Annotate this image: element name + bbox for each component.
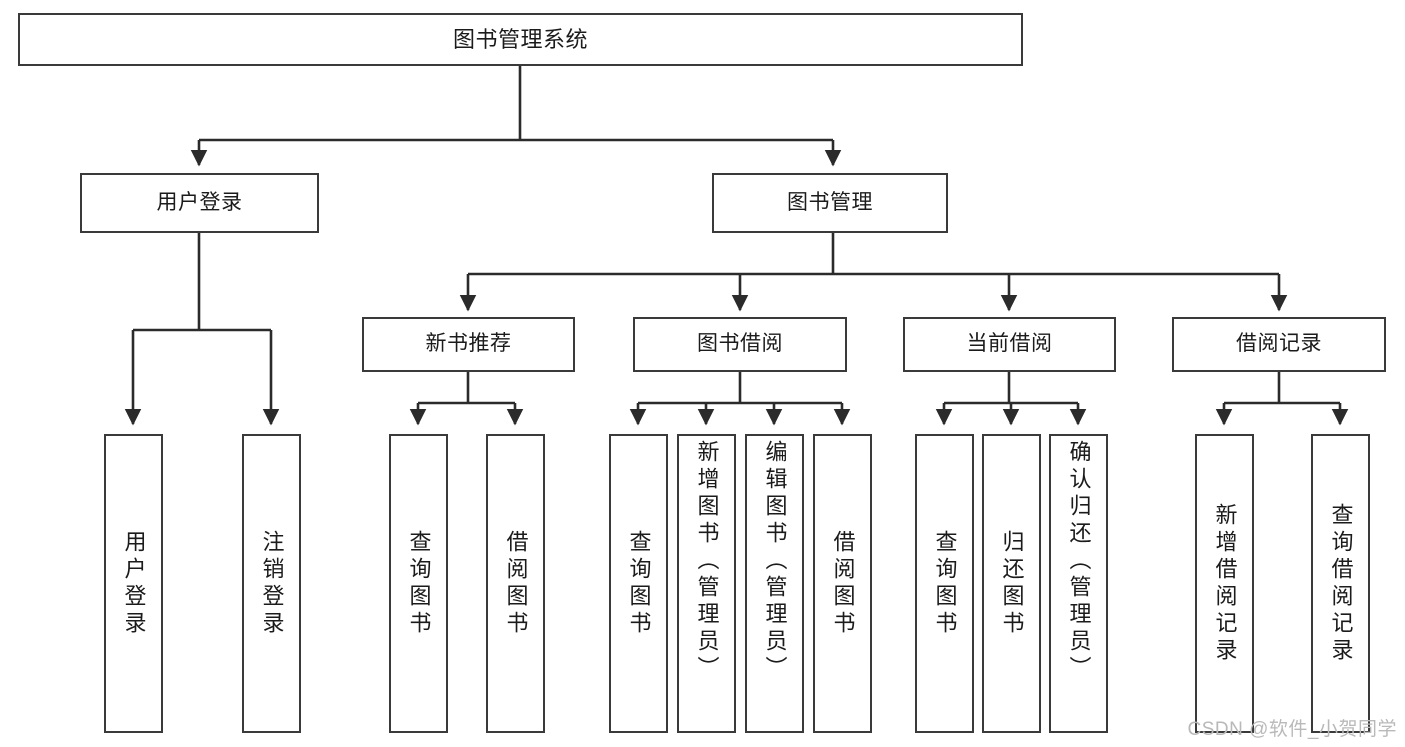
node-root[interactable]: 图书管理系统 <box>18 13 1023 66</box>
node-book-manage-label: 图书管理 <box>787 190 873 214</box>
node-book-manage[interactable]: 图书管理 <box>712 173 948 233</box>
node-leaf-current-borrow-1-label: 归还图书 <box>999 529 1025 638</box>
node-leaf-user-login-0-label: 用户登录 <box>121 529 147 638</box>
node-leaf-book-borrow-2[interactable]: 编辑图书（管理员） <box>745 434 804 733</box>
node-leaf-current-borrow-2[interactable]: 确认归还（管理员） <box>1049 434 1108 733</box>
node-leaf-borrow-record-1[interactable]: 查询借阅记录 <box>1311 434 1370 733</box>
node-leaf-borrow-record-1-label: 查询借阅记录 <box>1328 502 1354 665</box>
node-current-borrow[interactable]: 当前借阅 <box>903 317 1116 372</box>
node-borrow-record-label: 借阅记录 <box>1236 332 1322 356</box>
node-leaf-current-borrow-1[interactable]: 归还图书 <box>982 434 1041 733</box>
node-leaf-new-book-1[interactable]: 借阅图书 <box>486 434 545 733</box>
node-leaf-book-borrow-3[interactable]: 借阅图书 <box>813 434 872 733</box>
node-root-label: 图书管理系统 <box>452 26 588 52</box>
node-leaf-user-login-1[interactable]: 注销登录 <box>242 434 301 733</box>
node-leaf-book-borrow-0[interactable]: 查询图书 <box>609 434 668 733</box>
node-new-book-recommend-label: 新书推荐 <box>425 332 512 356</box>
node-borrow-record[interactable]: 借阅记录 <box>1172 317 1386 372</box>
node-leaf-user-login-0[interactable]: 用户登录 <box>104 434 163 733</box>
node-leaf-book-borrow-3-label: 借阅图书 <box>830 529 856 638</box>
node-leaf-current-borrow-0[interactable]: 查询图书 <box>915 434 974 733</box>
node-leaf-current-borrow-0-label: 查询图书 <box>932 529 958 638</box>
node-leaf-borrow-record-0-label: 新增借阅记录 <box>1212 502 1238 665</box>
node-leaf-book-borrow-0-label: 查询图书 <box>626 529 652 638</box>
node-leaf-book-borrow-1-label: 新增图书（管理员） <box>694 440 720 683</box>
node-leaf-book-borrow-1[interactable]: 新增图书（管理员） <box>677 434 736 733</box>
csdn-watermark: CSDN @软件_小贺同学 <box>1187 719 1397 740</box>
node-leaf-user-login-1-label: 注销登录 <box>259 529 285 638</box>
node-user-login[interactable]: 用户登录 <box>80 173 319 233</box>
node-book-borrow-label: 图书借阅 <box>697 332 783 356</box>
node-leaf-borrow-record-0[interactable]: 新增借阅记录 <box>1195 434 1254 733</box>
node-leaf-new-book-0-label: 查询图书 <box>406 529 432 638</box>
node-leaf-new-book-0[interactable]: 查询图书 <box>389 434 448 733</box>
node-leaf-current-borrow-2-label: 确认归还（管理员） <box>1066 440 1092 683</box>
node-user-login-label: 用户登录 <box>156 190 243 214</box>
node-leaf-book-borrow-2-label: 编辑图书（管理员） <box>762 440 788 683</box>
node-new-book-recommend[interactable]: 新书推荐 <box>362 317 575 372</box>
node-current-borrow-label: 当前借阅 <box>966 332 1053 356</box>
node-leaf-new-book-1-label: 借阅图书 <box>503 529 529 638</box>
node-book-borrow[interactable]: 图书借阅 <box>633 317 847 372</box>
